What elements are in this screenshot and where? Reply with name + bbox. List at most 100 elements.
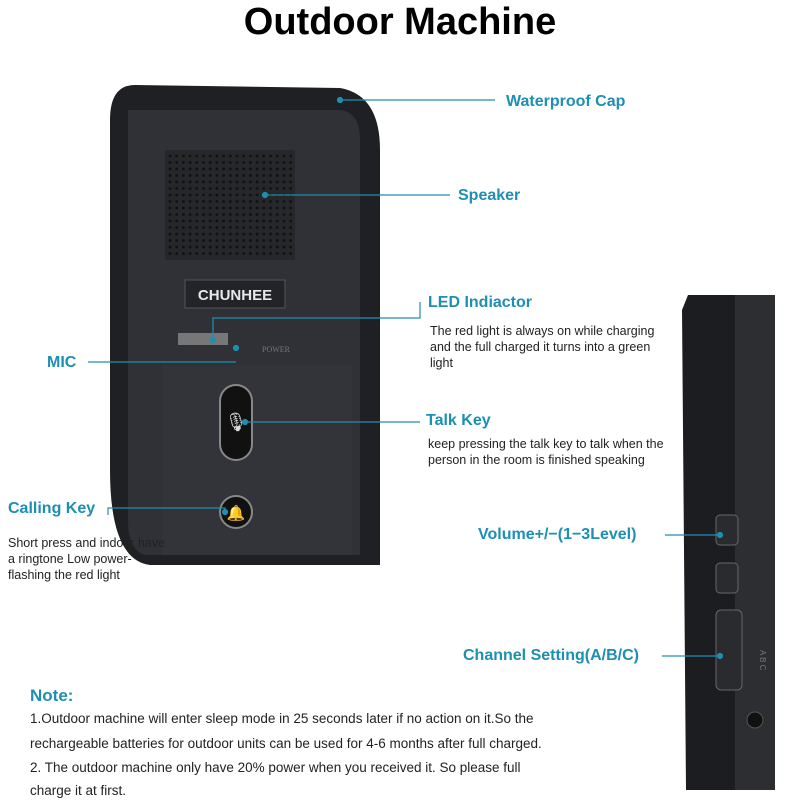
speaker-hole: [168, 239, 172, 242]
speaker-hole: [242, 193, 246, 197]
speaker-hole: [289, 226, 292, 229]
speaker-hole: [255, 187, 259, 190]
speaker-hole: [269, 180, 272, 184]
speaker-hole: [255, 154, 259, 158]
speaker-hole: [188, 174, 192, 177]
speaker-hole: [208, 161, 212, 164]
lower-panel: [162, 365, 352, 555]
speaker-hole: [255, 167, 259, 171]
speaker-hole: [249, 161, 252, 164]
speaker-hole: [188, 200, 192, 203]
speaker-hole: [215, 154, 219, 158]
speaker-hole: [215, 239, 219, 242]
speaker-hole: [282, 154, 286, 158]
speaker-hole: [208, 154, 212, 158]
speaker-hole: [175, 187, 179, 190]
speaker-hole: [255, 232, 259, 236]
leader-lines: [88, 96, 724, 660]
speaker-hole: [202, 252, 205, 255]
speaker-hole: [168, 245, 172, 249]
speaker-hole: [195, 180, 199, 184]
speaker-hole: [168, 200, 172, 203]
callout-channel: Channel Setting(A/B/C): [463, 647, 639, 664]
speaker-hole: [228, 180, 232, 184]
speaker-hole: [262, 180, 266, 184]
speaker-hole: [202, 154, 205, 158]
speaker-hole: [235, 206, 239, 210]
speaker-hole: [255, 180, 259, 184]
calling-key-description: Short press and indoor have a ringtone L…: [8, 536, 166, 582]
speaker-hole: [235, 239, 239, 242]
speaker-hole: [195, 219, 199, 223]
speaker-hole: [175, 239, 179, 242]
speaker-hole: [175, 213, 179, 216]
note-line: 1.Outdoor machine will enter sleep mode …: [30, 711, 534, 726]
brand-plate: [184, 279, 286, 309]
speaker-hole: [249, 252, 252, 255]
speaker-hole: [242, 226, 246, 229]
speaker-hole: [289, 213, 292, 216]
speaker-holes: [168, 154, 292, 255]
speaker-hole: [182, 245, 185, 249]
callout-led: LED Indiactor: [428, 294, 533, 311]
speaker-hole: [282, 200, 286, 203]
speaker-hole: [188, 161, 192, 164]
speaker-hole: [228, 206, 232, 210]
speaker-hole: [202, 206, 205, 210]
speaker-hole: [222, 161, 226, 164]
speaker-hole: [168, 187, 172, 190]
speaker-hole: [202, 245, 205, 249]
speaker-hole: [235, 232, 239, 236]
speaker-hole: [208, 200, 212, 203]
speaker-hole: [249, 206, 252, 210]
speaker-hole: [182, 161, 185, 164]
speaker-hole: [275, 200, 279, 203]
speaker-hole: [182, 206, 185, 210]
speaker-hole: [289, 180, 292, 184]
speaker-hole: [242, 213, 246, 216]
speaker-hole: [228, 161, 232, 164]
speaker-hole: [249, 245, 252, 249]
speaker-hole: [208, 239, 212, 242]
speaker-hole: [208, 232, 212, 236]
speaker-hole: [269, 239, 272, 242]
speaker-hole: [188, 154, 192, 158]
speaker-hole: [168, 161, 172, 164]
speaker-hole: [269, 226, 272, 229]
speaker-hole: [289, 239, 292, 242]
speaker-hole: [289, 232, 292, 236]
volume-button[interactable]: [715, 514, 739, 546]
mic-icon: 🎙: [225, 412, 248, 432]
speaker-hole: [202, 187, 205, 190]
speaker-hole: [242, 200, 246, 203]
callout-volume: Volume+/−(1−3Level): [478, 526, 637, 543]
calling-key[interactable]: [219, 495, 253, 529]
speaker-hole: [168, 232, 172, 236]
speaker-hole: [168, 219, 172, 223]
speaker-hole: [182, 193, 185, 197]
speaker-hole: [175, 232, 179, 236]
speaker-hole: [289, 187, 292, 190]
speaker-hole: [222, 174, 226, 177]
speaker-hole: [208, 174, 212, 177]
speaker-hole: [228, 187, 232, 190]
speaker-hole: [269, 252, 272, 255]
speaker-hole: [242, 239, 246, 242]
speaker-hole: [282, 180, 286, 184]
speaker-hole: [195, 252, 199, 255]
speaker-hole: [269, 187, 272, 190]
speaker-hole: [262, 213, 266, 216]
ringtone-button[interactable]: [715, 562, 739, 594]
speaker-hole: [168, 174, 172, 177]
note-line: 2. The outdoor machine only have 20% pow…: [30, 760, 521, 775]
speaker-hole: [242, 167, 246, 171]
speaker-hole: [182, 180, 185, 184]
speaker-hole: [222, 245, 226, 249]
speaker-hole: [215, 167, 219, 171]
speaker-hole: [255, 161, 259, 164]
speaker-hole: [262, 187, 266, 190]
speaker-hole: [168, 206, 172, 210]
channel-switch[interactable]: [715, 609, 743, 691]
speaker-hole: [262, 232, 266, 236]
speaker-hole: [175, 154, 179, 158]
